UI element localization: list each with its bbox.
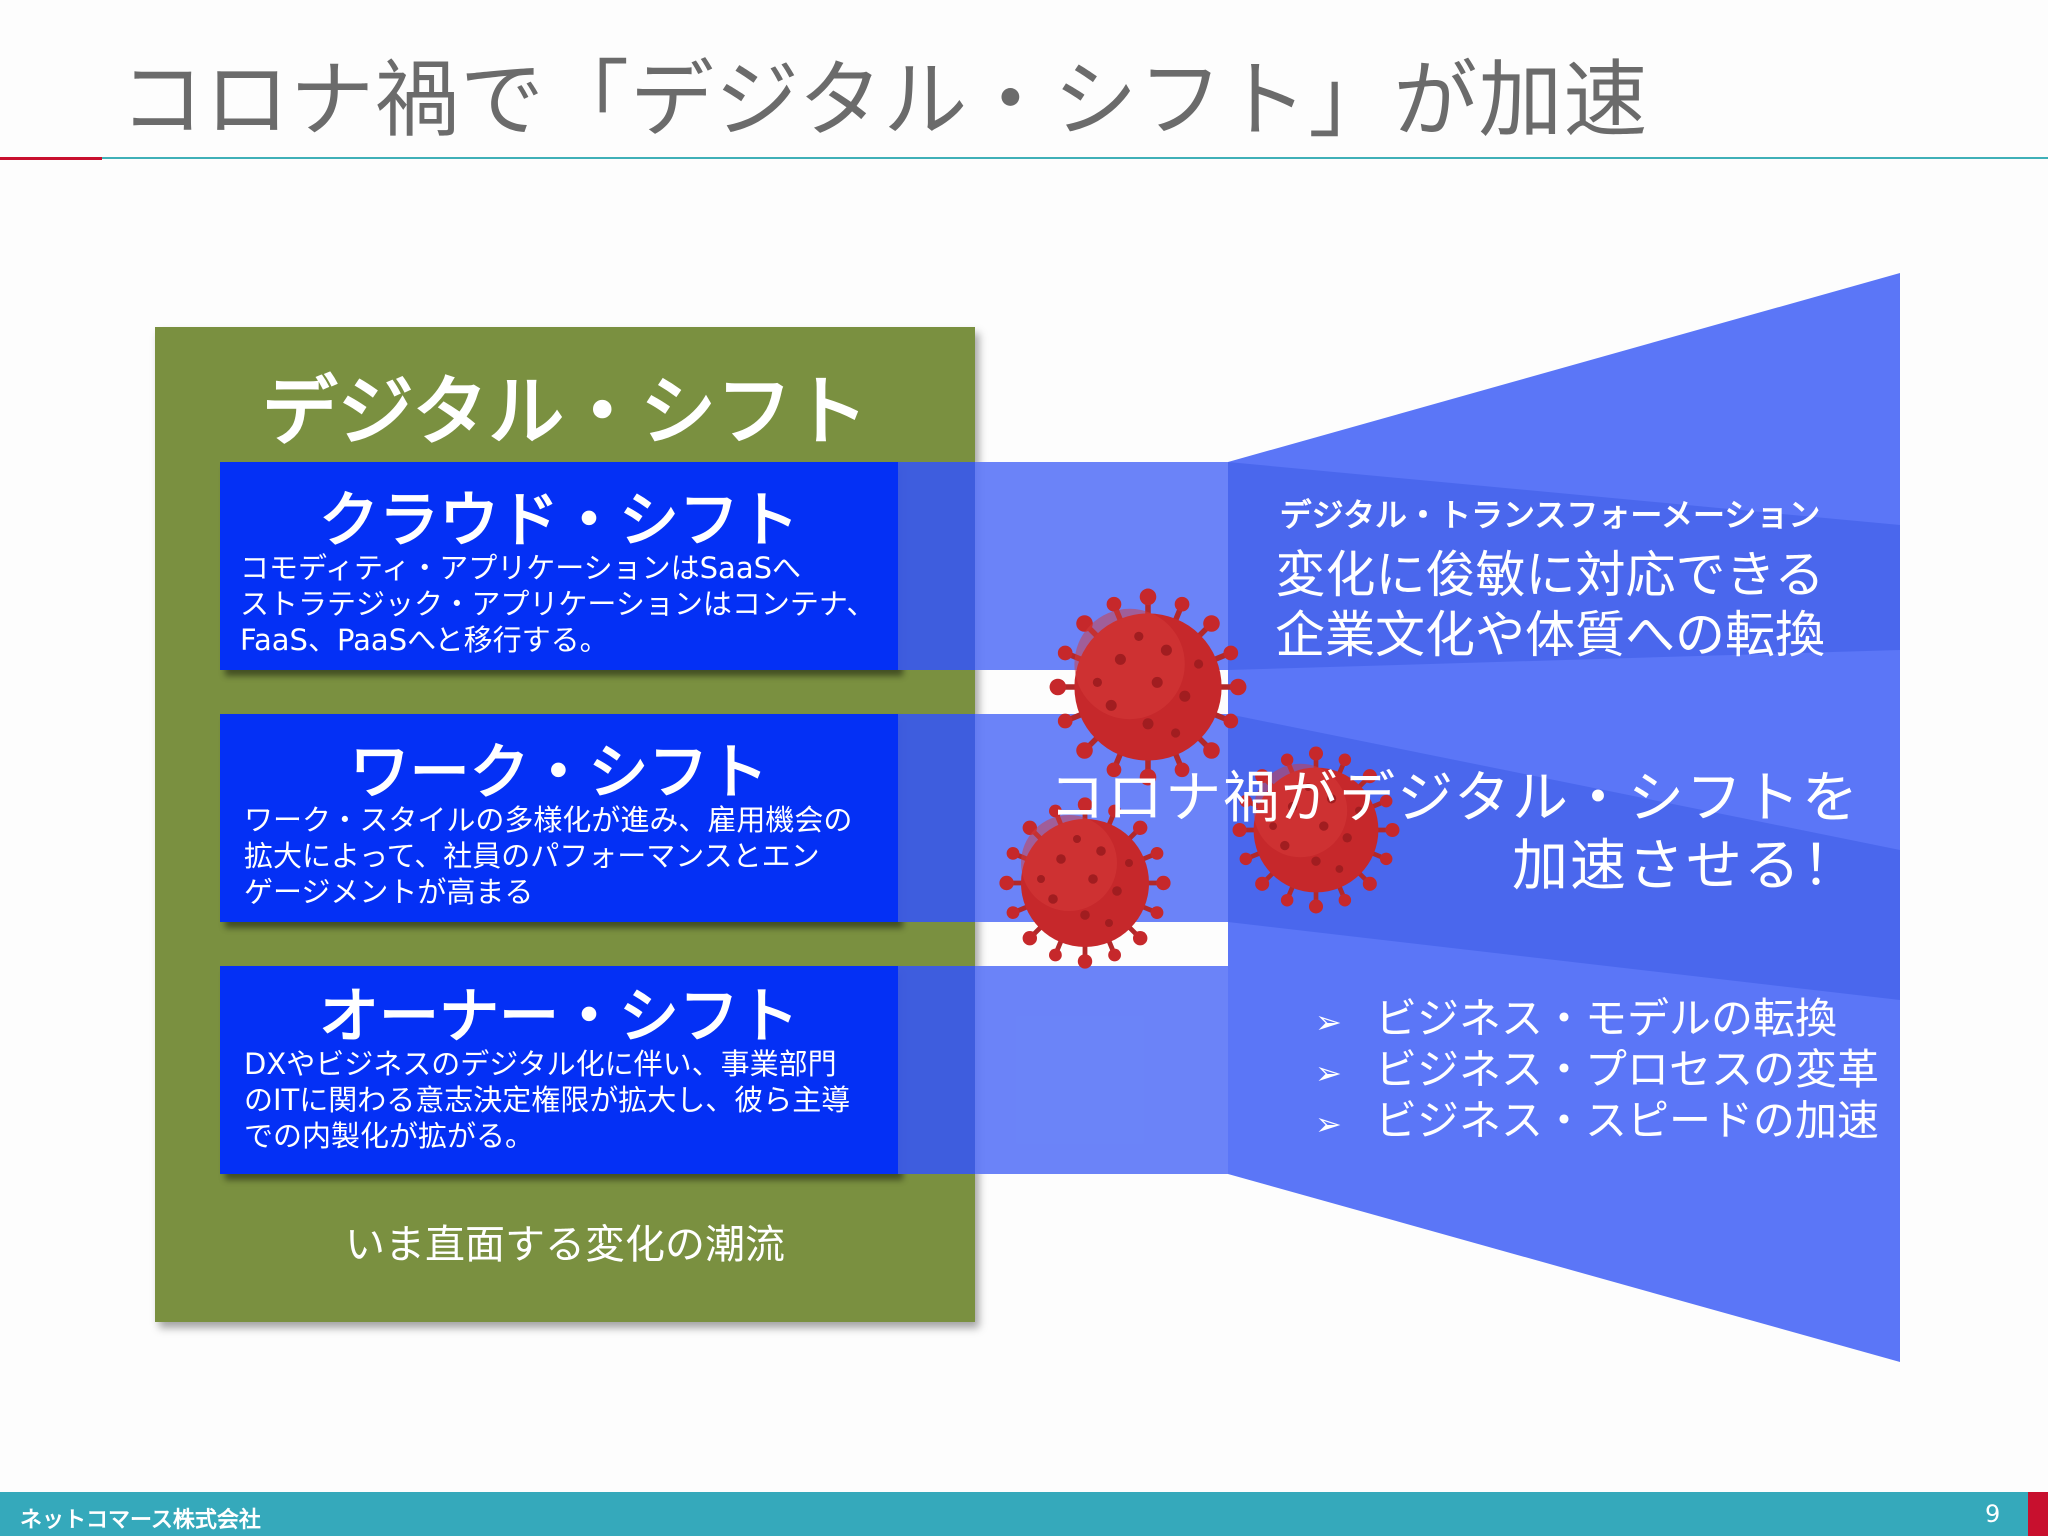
panel-overlap-beam — [898, 714, 975, 922]
list-item: ➢ ビジネス・モデルの転換 — [1315, 995, 1879, 1046]
work-shift-line: ワーク・スタイルの多様化が進み、雇用機会の — [244, 803, 853, 837]
panel-caption: いま直面する変化の潮流 — [345, 1222, 785, 1268]
dx-point-text: ビジネス・プロセスの変革 — [1375, 1045, 1880, 1094]
panel-overlap-beam — [898, 966, 975, 1174]
owner-shift-line: DXやビジネスのデジタル化に伴い、事業部門 — [244, 1047, 837, 1081]
cloud-shift-line: コモディティ・アプリケーションはSaaSへ — [240, 551, 802, 585]
panel-overlap-beam — [898, 462, 975, 670]
footer-accent — [2028, 1492, 2048, 1536]
dx-statement-line: 企業文化や体質への転換 — [1275, 606, 1825, 664]
arrow-bullet-icon: ➢ — [1315, 1003, 1342, 1041]
company-name: ネットコマース株式会社 — [20, 1508, 261, 1533]
owner-shift-box: オーナー・シフト DXやビジネスのデジタル化に伴い、事業部門 のITに関わる意志… — [220, 966, 898, 1174]
footer-bar — [0, 1492, 2028, 1536]
work-shift-box: ワーク・シフト ワーク・スタイルの多様化が進み、雇用機会の 拡大によって、社員の… — [220, 714, 898, 922]
dx-point-text: ビジネス・スピードの加速 — [1375, 1096, 1880, 1145]
dx-statement-line: 変化に俊敏に対応できる — [1275, 546, 1825, 604]
owner-shift-line: のITに関わる意志決定権限が拡大し、彼ら主導 — [244, 1083, 851, 1117]
light-ray — [1228, 462, 1900, 670]
title-rule-teal — [102, 157, 2048, 159]
cloud-shift-box: クラウド・シフト コモディティ・アプリケーションはSaaSへ ストラテジック・ア… — [220, 462, 898, 670]
list-item: ➢ ビジネス・スピードの加速 — [1315, 1097, 1879, 1148]
dx-label: デジタル・トランスフォーメーション — [1279, 496, 1821, 534]
arrow-bullet-icon: ➢ — [1315, 1105, 1342, 1143]
page-number: 9 — [1985, 1500, 2001, 1528]
owner-shift-line: での内製化が拡がる。 — [244, 1119, 535, 1153]
work-shift-line: 拡大によって、社員のパフォーマンスとエン — [244, 839, 820, 873]
work-shift-description: ワーク・スタイルの多様化が進み、雇用機会の 拡大によって、社員のパフォーマンスと… — [244, 802, 894, 910]
panel-title: デジタル・シフト — [261, 367, 869, 456]
dx-point-text: ビジネス・モデルの転換 — [1375, 994, 1838, 1043]
dx-points-list: ➢ ビジネス・モデルの転換 ➢ ビジネス・プロセスの変革 ➢ ビジネス・スピードの加速 — [1315, 995, 1879, 1148]
coronavirus-icon — [1050, 589, 1247, 786]
work-shift-title: ワーク・シフト — [349, 738, 769, 808]
light-ray — [1228, 714, 1900, 1000]
acceleration-line: 加速させる！ — [1512, 834, 1860, 899]
owner-shift-title: オーナー・シフト — [319, 982, 799, 1052]
slide-title: コロナ禍で「デジタル・シフト」が加速 — [120, 51, 1649, 149]
acceleration-message: コロナ禍がデジタル・シフトを 加速させる！ — [1000, 765, 1860, 901]
acceleration-line: コロナ禍がデジタル・シフトを — [1049, 766, 1860, 831]
title-rule-red — [0, 157, 102, 160]
cloud-shift-line: FaaS、PaaSへと移行する。 — [240, 623, 609, 657]
cloud-shift-line: ストラテジック・アプリケーションはコンテナ、 — [240, 587, 876, 621]
work-shift-line: ゲージメントが高まる — [244, 875, 534, 909]
cloud-shift-description: コモディティ・アプリケーションはSaaSへ ストラテジック・アプリケーションはコ… — [240, 550, 890, 658]
dx-statement: 変化に俊敏に対応できる 企業文化や体質への転換 — [1230, 545, 1870, 665]
cloud-shift-title: クラウド・シフト — [319, 486, 799, 556]
list-item: ➢ ビジネス・プロセスの変革 — [1315, 1046, 1879, 1097]
owner-shift-description: DXやビジネスのデジタル化に伴い、事業部門 のITに関わる意志決定権限が拡大し、… — [244, 1046, 894, 1154]
arrow-bullet-icon: ➢ — [1315, 1054, 1342, 1092]
